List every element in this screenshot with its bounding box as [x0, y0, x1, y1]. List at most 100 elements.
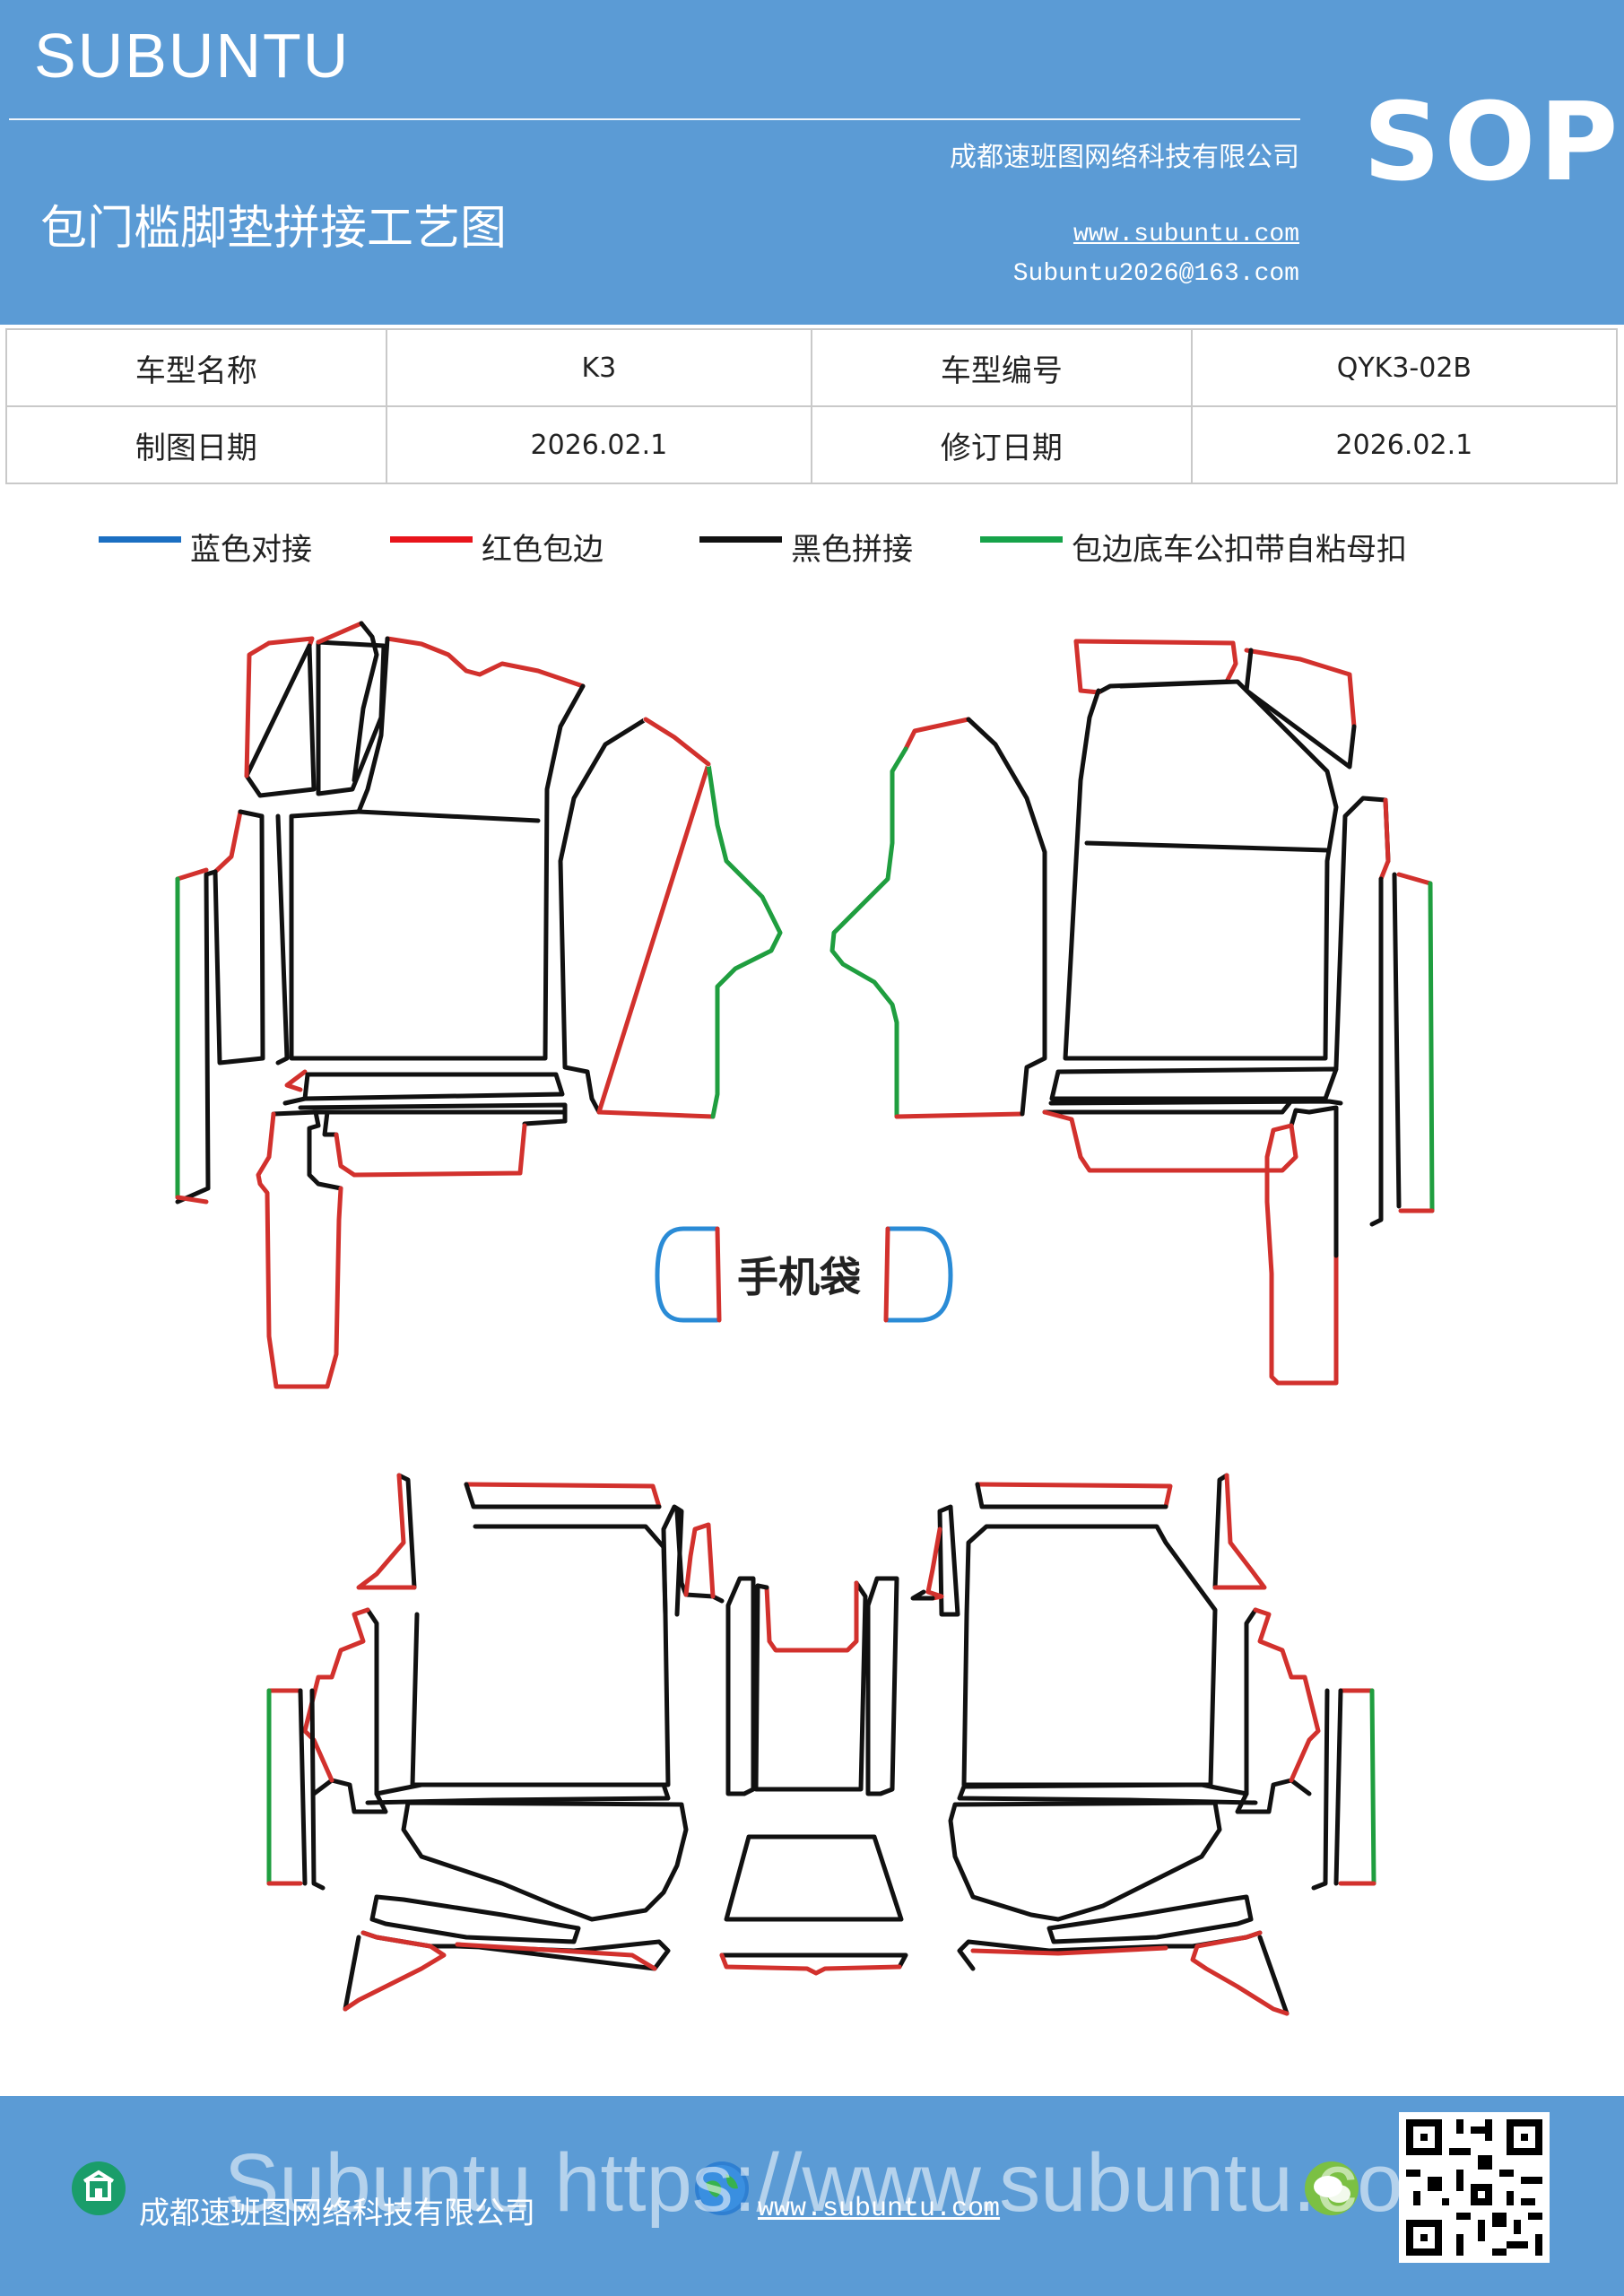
- mat-piece: [925, 1526, 944, 1601]
- mat-piece: [302, 1607, 370, 1783]
- mat-piece: [1212, 1473, 1267, 1590]
- pocket-left-piece: [655, 1226, 720, 1323]
- mat-piece: [1396, 872, 1433, 886]
- mat-piece: [289, 636, 586, 1061]
- draw-date-label: 制图日期: [5, 405, 387, 484]
- pocket-right-piece: [885, 1226, 953, 1323]
- company-building-icon: [72, 2161, 126, 2215]
- mat-piece: [961, 1524, 1218, 1787]
- footer-company: 成都速班图网络科技有限公司: [139, 2196, 535, 2231]
- mat-piece: [719, 1952, 902, 1976]
- mat-piece: [1049, 1066, 1339, 1101]
- mat-piece: [343, 1930, 447, 2012]
- legend-swatch-red: [390, 536, 473, 543]
- mat-piece: [1073, 639, 1101, 695]
- mat-piece: [674, 1509, 725, 1604]
- legend-item-black: 黑色拼接: [699, 525, 913, 569]
- brand-logo-text: SUBUNTU: [34, 21, 351, 91]
- mat-piece: [369, 1894, 581, 1944]
- mat-piece: [910, 1589, 935, 1601]
- legend-swatch-blue: [99, 536, 181, 543]
- mat-piece: [937, 1504, 960, 1617]
- mat-piece: [1307, 1105, 1339, 1258]
- mat-piece: [1235, 1607, 1312, 1814]
- mat-piece: [1264, 1123, 1339, 1386]
- mat-piece: [643, 717, 711, 767]
- draw-date-value: 2026.02.1: [385, 405, 812, 484]
- legend-label: 黑色拼接: [791, 532, 913, 568]
- mat-piece: [1244, 648, 1357, 770]
- front-right-mat-group: [829, 639, 1435, 1386]
- header-website-link[interactable]: www.subuntu.com: [1073, 221, 1299, 248]
- mat-piece: [244, 640, 272, 778]
- legend-swatch-green: [980, 536, 1063, 543]
- mat-piece: [1046, 1894, 1254, 1944]
- legend-item-red: 红色包边: [390, 525, 604, 569]
- mat-piece: [1253, 1607, 1321, 1783]
- mat-piece: [1257, 1935, 1290, 2016]
- mat-piece: [302, 1072, 565, 1101]
- mat-piece: [753, 1580, 868, 1792]
- header-company: 成都速班图网络科技有限公司: [950, 142, 1299, 173]
- mat-piece: [356, 1473, 417, 1590]
- mat-piece: [1244, 648, 1357, 729]
- mat-piece: [275, 813, 290, 1065]
- mat-piece: [401, 1800, 689, 1922]
- qr-code-icon: [1399, 2112, 1550, 2263]
- pocket-right-piece: [883, 1226, 890, 1323]
- mat-piece: [1428, 881, 1435, 1213]
- model-code-label: 车型编号: [810, 328, 1193, 407]
- globe-icon: [695, 2161, 749, 2215]
- mat-piece: [464, 1482, 662, 1509]
- rear-left-mat-group: [266, 1473, 725, 2012]
- mat-piece: [175, 869, 218, 1205]
- mat-piece: [256, 1111, 343, 1389]
- legend-item-blue: 蓝色对接: [99, 525, 312, 569]
- mat-piece: [213, 809, 265, 1065]
- color-legend: 蓝色对接 红色包边 黑色拼接 包边底车公扣带自粘母扣: [0, 525, 1624, 570]
- mat-piece: [970, 1945, 1168, 1956]
- mat-piece: [755, 1583, 769, 1590]
- legend-label: 包边底车公扣带自粘母扣: [1072, 532, 1407, 568]
- mat-piece: [244, 643, 317, 798]
- page-title: 包门槛脚垫拼接工艺图: [40, 202, 508, 256]
- mat-piece: [334, 1123, 527, 1178]
- mat-piece: [719, 1952, 908, 1970]
- header-email: Subuntu2026@163.com: [1012, 260, 1299, 288]
- mat-piece: [311, 1109, 568, 1126]
- mat-piece: [1212, 1473, 1229, 1590]
- mat-piece: [1073, 639, 1238, 684]
- mat-piece: [558, 717, 648, 1115]
- mat-piece: [1190, 1930, 1290, 2016]
- mat-piece: [352, 621, 379, 783]
- mat-piece: [764, 1580, 859, 1653]
- mat-piece: [948, 1800, 1222, 1922]
- mat-piece: [957, 1782, 1258, 1805]
- vehicle-info-table: 车型名称 K3 车型编号 QYK3-02B 制图日期 2026.02.1 修订日…: [5, 328, 1619, 484]
- rear-right-mat-group: [910, 1473, 1376, 2016]
- mat-piece: [1369, 872, 1402, 1227]
- model-name-value: K3: [385, 328, 812, 407]
- mat-piece: [1369, 1688, 1376, 1886]
- mat-piece: [322, 1109, 339, 1137]
- rear-center-mat-group: [719, 1576, 908, 1976]
- legend-label: 蓝色对接: [190, 532, 312, 568]
- mat-piece: [724, 1834, 904, 1922]
- mat-piece: [596, 717, 716, 1119]
- pocket-left-piece: [715, 1226, 722, 1323]
- footer-website-link[interactable]: www.subuntu.com: [758, 2194, 1001, 2224]
- mat-piece: [175, 867, 209, 882]
- mat-piece: [1311, 1688, 1343, 1891]
- legend-swatch-black: [699, 536, 782, 543]
- model-code-value: QYK3-02B: [1190, 328, 1619, 407]
- header-banner: [0, 0, 1624, 325]
- mat-piece: [683, 1522, 716, 1599]
- mat-piece: [894, 1111, 1025, 1119]
- mat-piece: [706, 761, 783, 1119]
- model-name-label: 车型名称: [5, 328, 387, 407]
- mat-piece: [725, 1576, 756, 1796]
- mat-piece: [284, 1069, 308, 1092]
- mat-piece: [1289, 1108, 1312, 1128]
- mat-piece: [175, 1195, 209, 1205]
